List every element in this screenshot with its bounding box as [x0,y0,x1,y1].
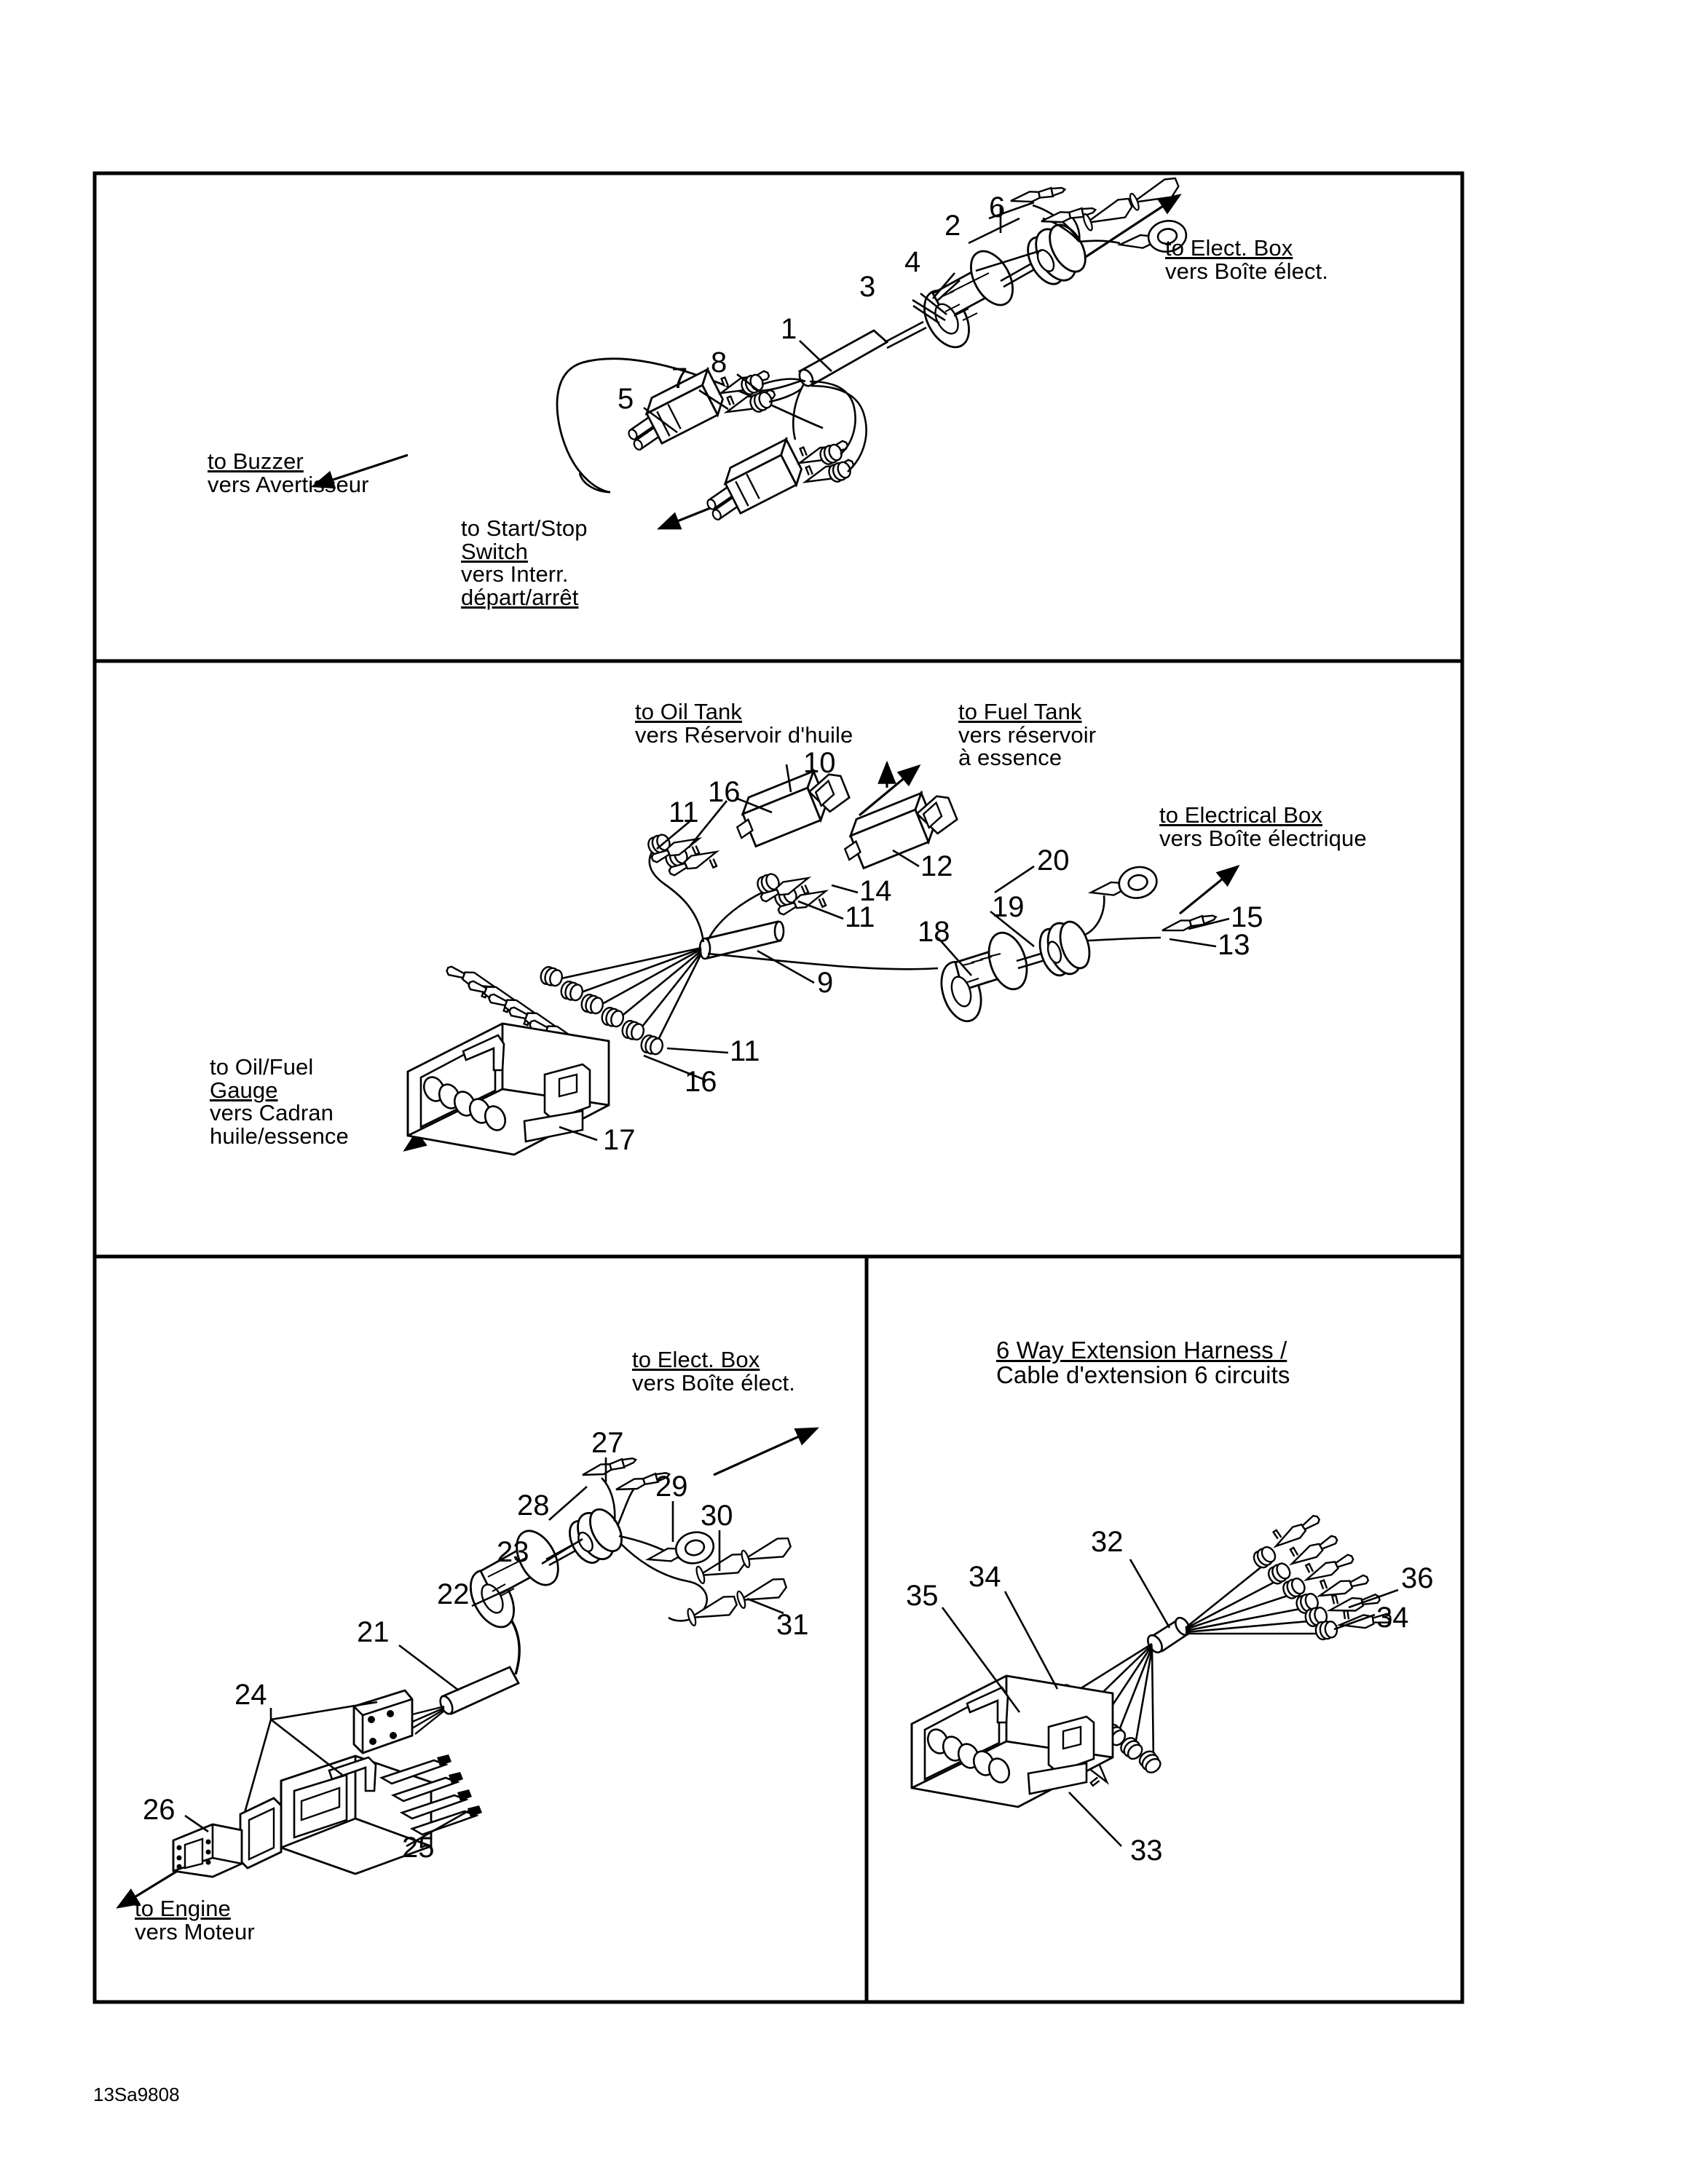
top-panel-artwork [310,174,1190,530]
middle-callout-leaders [559,764,1230,1142]
callout-24: 24 [234,1679,267,1711]
callout-25: 25 [402,1832,435,1864]
label-line: to Elect. Box [632,1347,760,1372]
callout-6: 6 [989,191,1006,223]
callout-12: 12 [920,850,953,882]
label-line: to Oil/Fuel [210,1054,314,1080]
label-line: to Fuel Tank [958,699,1082,724]
callout-26: 26 [143,1794,175,1826]
callout-32: 32 [1091,1526,1124,1558]
bottom-left-artwork [116,1427,819,1909]
label-line: vers Boîte électrique [1159,825,1367,851]
label-line: to Electrical Box [1159,802,1322,828]
callout-1: 1 [781,313,797,345]
six-way-connector-33 [910,1674,1114,1808]
callout-19: 19 [992,891,1025,923]
callout-16-upper: 16 [708,776,741,808]
six-way-connector-17 [406,1022,610,1156]
callout-8: 8 [711,347,727,379]
label-line: vers Boîte élect. [1165,258,1328,284]
top-two-pin-connectors [628,360,867,521]
callout-9: 9 [817,967,834,999]
label-line: vers réservoir [958,721,1097,748]
label-line: to Oil Tank [635,699,742,724]
label-to-elect-box-bottom: to Elect. Box vers Boîte élect. [632,1348,795,1394]
label-line: vers Interr. [461,561,569,587]
callout-28: 28 [517,1489,550,1522]
callout-10: 10 [803,747,836,779]
label-line: vers Moteur [135,1918,255,1944]
callout-27: 27 [591,1427,624,1459]
callout-15: 15 [1231,901,1263,933]
callout-20: 20 [1037,844,1070,877]
label-line: à essence [958,745,1062,771]
callout-22: 22 [437,1578,470,1610]
label-line: Gauge [210,1077,278,1103]
middle-panel-artwork [403,760,1240,1156]
callout-14: 14 [859,875,892,907]
callout-3: 3 [859,271,876,303]
label-line: to Start/Stop [461,515,588,541]
bottom-right-artwork [910,1506,1392,1808]
title-line: Cable d'extension 6 circuits [996,1361,1290,1388]
callout-17: 17 [603,1124,636,1156]
callout-30: 30 [701,1500,733,1532]
callout-5: 5 [618,383,634,415]
callout-23: 23 [497,1536,529,1568]
label-to-oil-tank: to Oil Tank vers Réservoir d'huile [635,700,853,746]
bottom-right-callout-leaders [941,1559,1399,1847]
callout-16-lower: 16 [685,1066,717,1098]
callout-31: 31 [776,1609,809,1641]
label-line: Switch [461,538,528,564]
label-line: huile/essence [210,1123,349,1149]
callout-21: 21 [357,1616,390,1648]
callout-18: 18 [918,916,950,948]
label-to-buzzer: to Buzzer vers Avertisseur [208,450,369,496]
callout-34-left: 34 [969,1561,1001,1593]
callout-13: 13 [1218,929,1250,961]
frame-border [92,171,1464,2004]
footer-code: 13Sa9808 [93,2084,180,2105]
callout-35: 35 [906,1580,939,1612]
label-to-elect-box-top: to Elect. Box vers Boîte élect. [1165,237,1328,282]
label-line: to Buzzer [208,448,304,474]
callout-34-right: 34 [1376,1602,1409,1634]
label-line: to Elect. Box [1165,235,1293,261]
label-line: vers Boîte élect. [632,1369,795,1396]
label-to-engine: to Engine vers Moteur [135,1897,255,1943]
label-to-start-stop-switch: to Start/Stop Switch vers Interr. départ… [461,517,588,609]
label-to-oil-fuel-gauge: to Oil/Fuel Gauge vers Cadran huile/esse… [210,1056,349,1147]
callout-4: 4 [904,246,921,278]
title-line: 6 Way Extension Harness / [996,1337,1287,1364]
label-line: départ/arrêt [461,584,579,610]
callout-11-upper: 11 [669,796,699,828]
label-to-fuel-tank: to Fuel Tank vers réservoir à essence [958,700,1096,769]
label-line: vers Avertisseur [208,471,369,497]
label-line: vers Cadran [210,1100,334,1126]
top-callout-leaders [643,201,1042,434]
callout-7: 7 [671,363,688,395]
callout-11-lower: 11 [730,1035,760,1067]
callout-2: 2 [944,210,961,242]
label-to-electrical-box: to Electrical Box vers Boîte électrique [1159,804,1367,850]
label-line: to Engine [135,1896,231,1921]
callout-33: 33 [1130,1835,1163,1867]
bottom-left-callout-leaders [184,1457,784,1848]
label-line: vers Réservoir d'huile [635,721,853,748]
callout-11-mid: 11 [845,901,875,933]
callout-29: 29 [655,1471,688,1503]
callout-36: 36 [1401,1562,1434,1594]
bottom-right-panel-title: 6 Way Extension Harness / Cable d'extens… [996,1338,1290,1387]
